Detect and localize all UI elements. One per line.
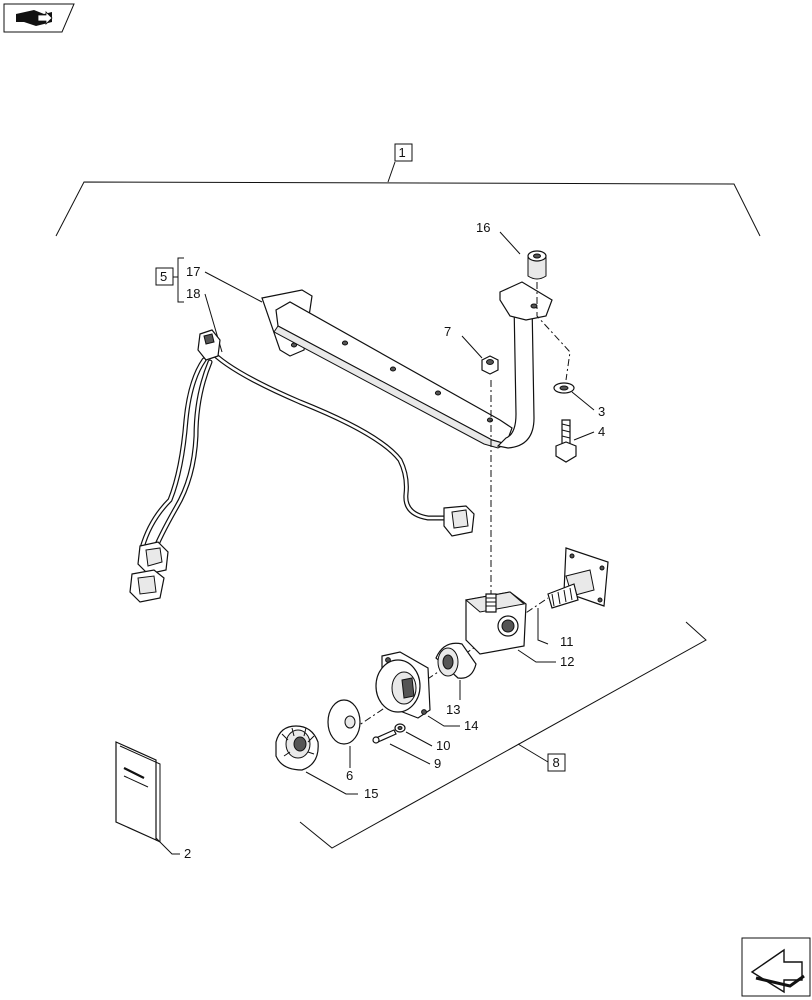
callout-13[interactable]: 13 [446,702,460,717]
callout-2-leader [155,837,180,855]
cap-13 [435,642,477,679]
callout-10[interactable]: 10 [436,738,450,753]
washer-3 [553,382,575,394]
callout-5-label: 5 [160,269,167,284]
callout-5-brace [177,257,184,303]
nut-7 [481,355,499,375]
socket-11 [547,547,609,609]
callout-11[interactable]: 11 [560,634,574,649]
callout-12-leader [517,649,556,663]
callout-11-leader [537,608,549,645]
assembly-axis-bolt [536,282,571,381]
callout-9[interactable]: 9 [434,756,441,771]
callout-8[interactable]: 8 [547,753,566,772]
assembly-bracket [55,161,761,237]
manual-booklet-2 [115,741,161,843]
callout-12[interactable]: 12 [560,654,574,669]
callout-14-leader [427,715,460,727]
next-page-arrow-icon[interactable] [741,937,811,997]
callout-15[interactable]: 15 [364,786,378,801]
mounting-bracket [261,281,553,449]
mounting-angle-12 [464,591,527,655]
callout-7[interactable]: 7 [444,324,451,339]
gasket-6 [327,699,361,745]
callout-1[interactable]: 1 [394,143,413,162]
callout-8-label: 8 [553,755,560,770]
kit-8-bracket [299,621,707,849]
screw-9 [372,729,397,744]
knob-15 [275,725,319,771]
callout-16[interactable]: 16 [476,220,490,235]
callout-17[interactable]: 17 [186,264,200,279]
callout-3[interactable]: 3 [598,404,605,419]
spacer-16 [527,250,547,280]
callout-18[interactable]: 18 [186,286,200,301]
housing-14 [375,651,431,719]
wiring-harness-18 [129,329,475,603]
callout-1-label: 1 [399,145,406,160]
callout-15-leader [305,771,358,795]
callout-5[interactable]: 5 [155,267,174,286]
book-arrow-icon[interactable] [3,3,75,33]
washer-10 [394,723,406,733]
callout-6[interactable]: 6 [346,768,353,783]
bolt-4 [555,419,577,463]
callout-14[interactable]: 14 [464,718,478,733]
callout-4[interactable]: 4 [598,424,605,439]
callout-2[interactable]: 2 [184,846,191,861]
